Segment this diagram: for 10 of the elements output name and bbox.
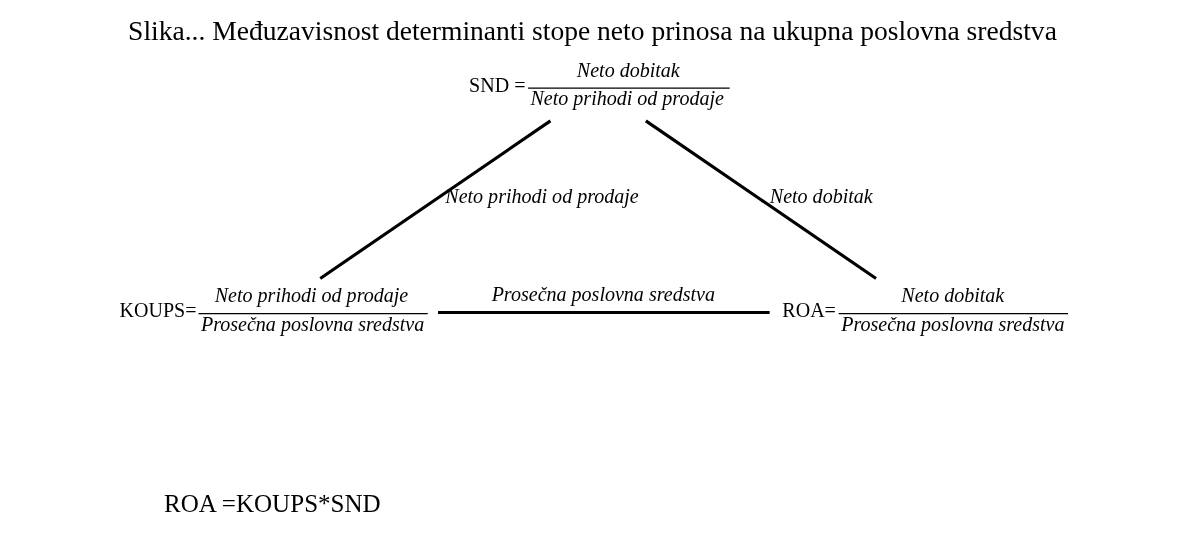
edge-label: Neto prihodi od prodaje (444, 185, 639, 208)
connector (318, 119, 551, 280)
connector (437, 310, 770, 315)
edge-label: Prosečna poslovna sredstva (491, 282, 715, 305)
node-text: ROA= Neto dobitak Prosečna poslovna sredstva (781, 284, 1064, 336)
edge-label: Neto dobitak (769, 185, 873, 208)
connector (644, 119, 877, 280)
label: ROA =KOUPS*SND (163, 489, 381, 517)
node-text: KOUPS= Neto prihodi od prodaje Prosečna poslovna sredstva (119, 284, 424, 336)
diagram-title: Slika... Međuzavisnost determinanti stope neto prinosa na ukupna poslovna sredstva (127, 15, 1057, 47)
